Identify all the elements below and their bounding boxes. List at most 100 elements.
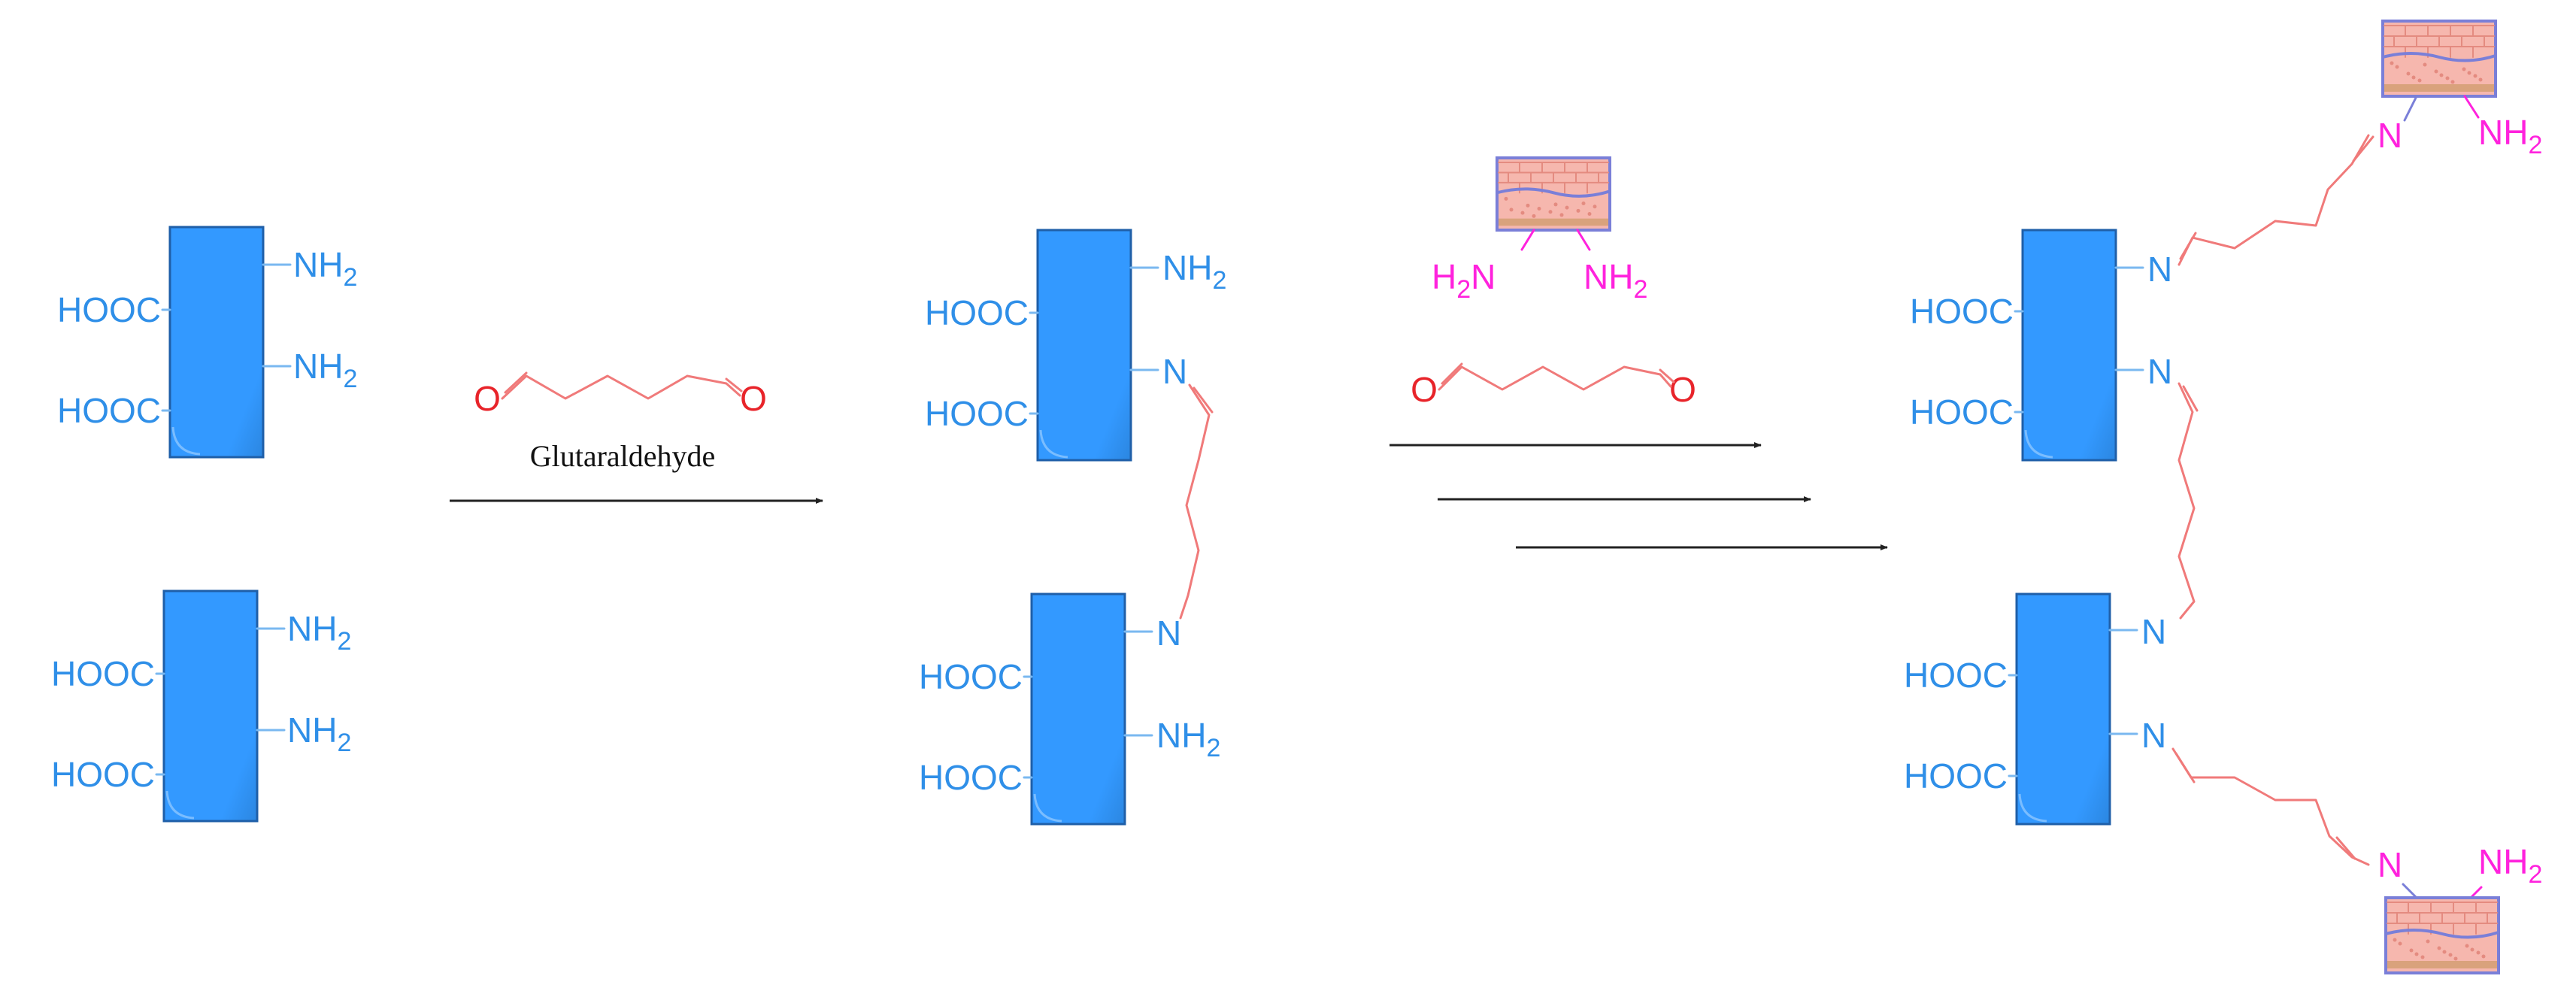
substrate-block-icon (2015, 592, 2111, 826)
tissue-dot (2417, 78, 2422, 83)
carbonyl-bond (504, 371, 528, 394)
tissue-dot (2467, 71, 2471, 75)
carbonyl-bond (725, 377, 743, 392)
tissue-dot (2420, 955, 2425, 959)
oxygen-label: O (474, 379, 501, 418)
tissue-basal-band (1499, 218, 1608, 226)
tissue-dot (2406, 71, 2411, 76)
tissue-dot (1559, 213, 1564, 217)
carboxyl-label: HOOC (925, 394, 1029, 433)
substrate-block-icon (162, 589, 259, 823)
carbonyl-bond (1659, 368, 1675, 383)
imine-double-bond (2352, 135, 2374, 162)
tissue-dot (2439, 73, 2444, 77)
oxygen-label: O (1411, 370, 1438, 409)
amine-label: NH2 (287, 711, 351, 757)
substrate-block-icon (2021, 229, 2117, 462)
amine-n: N (1471, 257, 1496, 296)
amine-label: NH2 (287, 609, 351, 656)
tissue-dot (2453, 956, 2458, 961)
tissue-dot (1509, 208, 1514, 212)
carboxyl-label: HOOC (925, 293, 1029, 332)
linker-chain-lower (2171, 747, 2370, 866)
subscript-2: 2 (1633, 275, 1647, 304)
substrate-body (1036, 229, 1132, 462)
glutaraldehyde-chain (501, 374, 741, 400)
tissue-dot (1526, 203, 1530, 208)
imine-n-label: N (2377, 116, 2402, 155)
tissue-dot (2473, 74, 2478, 78)
substrate-highlight (1039, 429, 1068, 459)
subscript-2: 2 (2528, 860, 2542, 889)
substrate-block-icon (1036, 229, 1132, 462)
tissue-dot (1576, 208, 1580, 213)
subscript-2: 2 (343, 263, 357, 292)
substrate-block-icon (1030, 592, 1126, 826)
amine-label: H2N (1432, 257, 1496, 304)
tissue-dot (2411, 75, 2416, 80)
carboxyl-label: HOOC (51, 654, 155, 693)
imine-double-bond (2182, 385, 2199, 412)
tissue-dot (2448, 953, 2453, 957)
imine-double-bond (2335, 836, 2356, 860)
subscript-2: 2 (1212, 266, 1226, 295)
amine-label: NH2 (1162, 248, 1226, 295)
substrate-block-icon (168, 226, 265, 459)
tissue-dot (2465, 944, 2469, 948)
tissue-dot (2409, 948, 2414, 953)
tissue-dot (2481, 954, 2486, 959)
subscript-2: 2 (2528, 131, 2542, 159)
amine-label: NH2 (2478, 842, 2542, 889)
tissue-dot (1504, 196, 1508, 201)
tissue-dot (2414, 952, 2419, 956)
tissue-amine-bond (1576, 229, 1591, 251)
substrate-highlight (2024, 429, 2053, 459)
carboxyl-label: HOOC (1910, 292, 2014, 331)
tissue-dot (2462, 67, 2466, 71)
imine-n-label: N (2141, 612, 2166, 651)
substrate-highlight (171, 426, 201, 456)
tissue-dot (1593, 205, 1597, 209)
tissue-amine-bond (1520, 229, 1535, 251)
tissue-dot (1587, 212, 1592, 217)
carbonyl-bond (1441, 362, 1463, 385)
imine-n-label: N (2147, 352, 2172, 391)
imine-n-label: N (1156, 614, 1181, 653)
amine-label: NH2 (2478, 113, 2542, 159)
tissue-dot (1520, 211, 1525, 215)
tissue-dot (2450, 80, 2455, 84)
oxygen-label: O (1669, 370, 1696, 409)
tissue-layer-icon (2384, 896, 2500, 974)
tissue-dot (2395, 65, 2399, 69)
carboxyl-label: HOOC (1904, 656, 2008, 695)
tissue-dot (2393, 938, 2397, 942)
tissue-dot (1553, 202, 1558, 207)
tissue-layer-icon (1496, 156, 1611, 232)
tissue-membrane (2382, 52, 2496, 62)
carboxyl-label: HOOC (919, 657, 1023, 696)
imine-n-label: N (2377, 845, 2402, 884)
carboxyl-label: HOOC (1904, 756, 2008, 796)
imine-n-label: N (2147, 250, 2172, 289)
carboxyl-label: HOOC (57, 290, 161, 329)
substrate-body (162, 589, 259, 823)
tissue-dot (2423, 62, 2427, 67)
imine-n-label: N (1162, 352, 1187, 391)
tissue-dot (2390, 61, 2394, 65)
reagent-name: Glutaraldehyde (530, 439, 716, 473)
tissue-dot (2442, 950, 2447, 954)
tissue-layer-icon (2381, 20, 2497, 98)
tissue-dot (2437, 946, 2441, 950)
carboxyl-label: HOOC (57, 391, 161, 430)
substrate-highlight (1033, 793, 1062, 823)
subscript-2: 2 (337, 729, 351, 757)
substrate-highlight (2018, 793, 2047, 823)
tissue-membrane (1496, 187, 1611, 198)
